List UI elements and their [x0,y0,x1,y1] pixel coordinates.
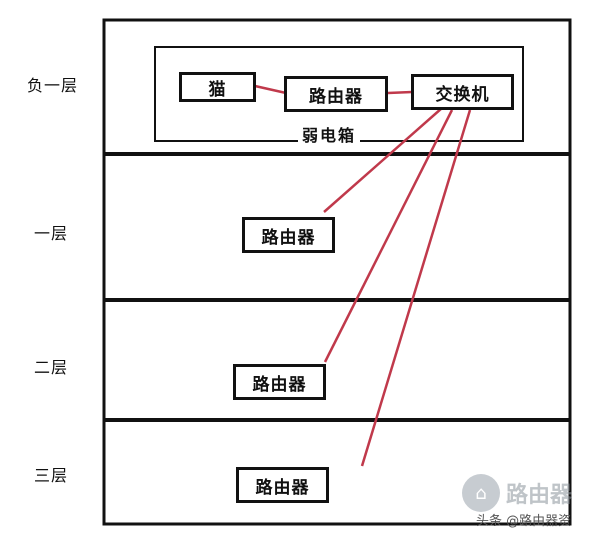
modem-label: 猫 [208,79,227,100]
watermark-small-text: 头条 @路由器资 [476,514,572,529]
building-outline [102,18,572,526]
cable-router-switch [387,90,413,95]
floor-label-1: 一层 [34,224,69,243]
floor3-router-box: 路由器 [236,467,329,503]
cabinet-router-box: 路由器 [284,76,388,112]
floor-label-3: 三层 [34,466,69,485]
watermark-logo-icon: ⌂ [462,474,500,512]
floor-label-b1: 负一层 [27,76,79,95]
floor-label-2: 二层 [34,358,69,377]
cable-switch-floor3 [360,109,472,467]
switch-label: 交换机 [435,84,490,105]
cable-modem-router [254,84,287,95]
floor1-router-box: 路由器 [242,217,335,253]
modem-box: 猫 [179,72,256,102]
floor2-router-label: 路由器 [252,374,307,395]
floor3-router-label: 路由器 [255,477,310,498]
watermark-big-text: 路由器 [506,483,573,508]
floor1-router-label: 路由器 [261,227,316,248]
cabinet-router-label: 路由器 [309,86,363,107]
floor2-router-box: 路由器 [233,364,326,400]
cabinet-label: 弱电箱 [298,122,361,146]
cable-switch-floor1 [323,107,443,213]
cable-switch-floor2 [323,109,454,363]
switch-box: 交换机 [411,74,514,110]
watermark: ⌂ 路由器 [462,474,572,512]
